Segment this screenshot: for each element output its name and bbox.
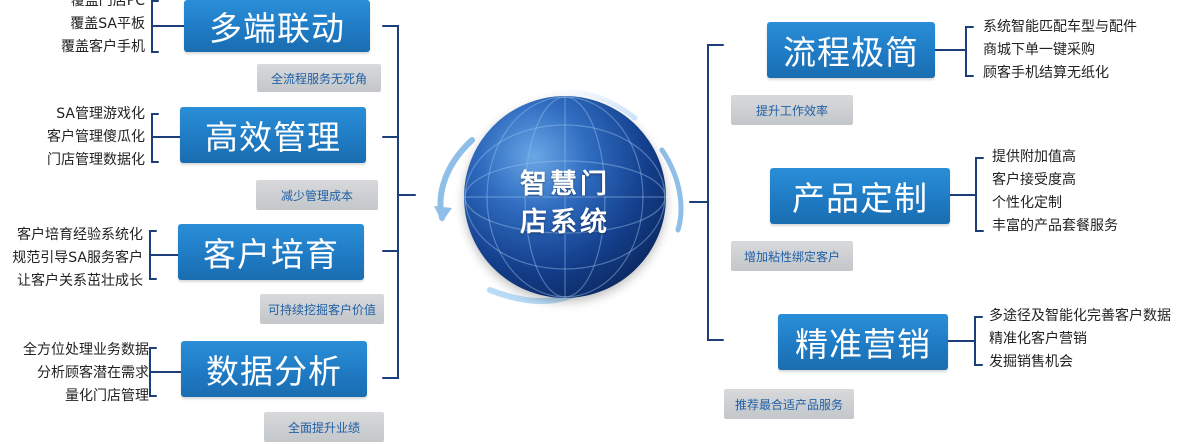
globe-title: 智慧门 店系统 [464, 166, 666, 242]
bullet-item: 覆盖门店PC [70, 0, 145, 9]
right-branch-1-tag: 提升工作效率 [731, 95, 853, 125]
right-branch-1-bullets: 系统智能匹配车型与配件 商城下单一键采购 顾客手机结算无纸化 [983, 16, 1137, 85]
bullet-item: 个性化定制 [992, 195, 1062, 211]
swoosh-arrow-right-icon [659, 147, 684, 233]
left-branch-3-tag: 可持续挖掘客户价值 [260, 294, 384, 324]
right-branch-2-box: 产品定制 [770, 168, 950, 224]
right-branch-3-box: 精准营销 [778, 314, 948, 370]
globe-title-line-1: 智慧门 [520, 169, 610, 200]
bullet-item: 客户培育经验系统化 [17, 227, 143, 243]
left-branch-2-tag: 减少管理成本 [256, 180, 378, 210]
bullet-item: SA管理游戏化 [56, 106, 145, 122]
right-bullet-bracket-3 [974, 316, 983, 366]
center-globe-group: 智慧门 店系统 [430, 80, 700, 330]
bullet-item: 量化门店管理 [65, 388, 149, 404]
bullet-item: 全方位处理业务数据 [23, 342, 149, 358]
bullet-item: 发掘销售机会 [989, 354, 1073, 370]
bullet-item: 顾客手机结算无纸化 [983, 65, 1109, 81]
left-branch-4-bullets: 全方位处理业务数据 分析顾客潜在需求 量化门店管理 [23, 339, 149, 408]
bullet-item: 门店管理数据化 [47, 152, 145, 168]
bullet-item: 覆盖SA平板 [70, 16, 145, 32]
bullet-item: 分析顾客潜在需求 [37, 365, 149, 381]
left-branch-3-box: 客户培育 [178, 224, 364, 280]
left-branch-2-box: 高效管理 [180, 107, 366, 163]
globe-sphere [464, 96, 666, 298]
swoosh-arrow-top-icon [537, 88, 638, 121]
bullet-item: 多途径及智能化完善客户数据 [989, 308, 1171, 324]
left-branch-3-bullets: 客户培育经验系统化 规范引导SA服务客户 让客户关系茁壮成长 [12, 224, 143, 293]
bullet-item: 丰富的产品套餐服务 [992, 218, 1118, 234]
bullet-item: 覆盖客户手机 [61, 39, 145, 55]
right-bullet-bracket-1 [965, 26, 974, 77]
left-branch-4-box: 数据分析 [181, 341, 367, 397]
bullet-item: 规范引导SA服务客户 [12, 250, 143, 266]
bullet-item: 让客户关系茁壮成长 [17, 273, 143, 289]
right-main-bracket [707, 44, 724, 341]
globe-title-line-2: 店系统 [520, 207, 610, 238]
bullet-item: 客户管理傻瓜化 [47, 129, 145, 145]
bullet-item: 提供附加值高 [992, 149, 1076, 165]
bullet-item: 客户接受度高 [992, 172, 1076, 188]
left-branch-4-tag: 全面提升业绩 [264, 412, 384, 442]
bullet-item: 精准化客户营销 [989, 331, 1087, 347]
left-branch-1-tag: 全流程服务无死角 [257, 64, 381, 92]
right-branch-3-bullets: 多途径及智能化完善客户数据 精准化客户营销 发掘销售机会 [989, 305, 1171, 374]
bullet-item: 系统智能匹配车型与配件 [983, 19, 1137, 35]
left-branch-1-box: 多端联动 [184, 0, 370, 52]
left-branch-2-bullets: SA管理游戏化 客户管理傻瓜化 门店管理数据化 [47, 103, 145, 172]
right-branch-1-box: 流程极简 [767, 22, 935, 78]
bullet-item: 商城下单一键采购 [983, 42, 1095, 58]
left-main-bracket [382, 25, 399, 379]
right-branch-2-bullets: 提供附加值高 客户接受度高 个性化定制 丰富的产品套餐服务 [992, 146, 1118, 238]
right-bullet-bracket-2 [975, 157, 984, 232]
right-branch-2-tag: 增加粘性绑定客户 [731, 241, 853, 271]
right-branch-3-tag: 推荐最合适产品服务 [724, 389, 854, 419]
left-branch-1-bullets: 覆盖门店PC 覆盖SA平板 覆盖客户手机 [61, 0, 145, 59]
